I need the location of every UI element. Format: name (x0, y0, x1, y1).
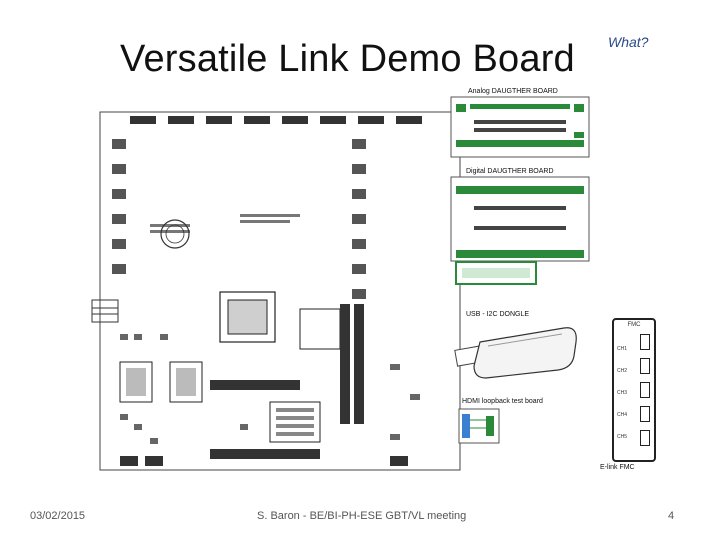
usb-dongle-diagram (454, 327, 577, 379)
fmc-port (640, 430, 650, 446)
caption-elink-fmc: E-link FMC (600, 464, 635, 471)
fmc-port-label: CH5 (617, 434, 628, 440)
hdmi-board-diagram (458, 408, 500, 444)
digital-board-diagram (450, 176, 590, 285)
fmc-card: FMC CH1 CH2 CH3 CH4 CH5 (612, 318, 656, 462)
fmc-port-label: CH2 (617, 368, 628, 374)
caption-usb-dongle: USB - I2C DONGLE (466, 311, 530, 318)
footer-page-number: 4 (668, 510, 675, 522)
fmc-port (640, 334, 650, 350)
fmc-header: FMC (627, 322, 641, 328)
fmc-port (640, 406, 650, 422)
fmc-port-label: CH3 (617, 390, 628, 396)
fmc-port (640, 358, 650, 374)
fmc-port-label: CH4 (617, 412, 628, 418)
main-board-diagram (91, 111, 461, 471)
footer-author: S. Baron - BE/BI-PH-ESE GBT/VL meeting (257, 510, 467, 522)
footer-date: 03/02/2015 (30, 510, 86, 522)
caption-digital-board: Digital DAUGTHER BOARD (466, 168, 554, 175)
caption-analog-board: Analog DAUGTHER BOARD (468, 88, 558, 95)
fmc-port-label: CH1 (617, 346, 628, 352)
slide-title: Versatile Link Demo Board (120, 38, 575, 80)
what-label: What? (608, 34, 649, 50)
analog-board-diagram (450, 96, 590, 158)
caption-hdmi-board: HDMI loopback test board (462, 398, 543, 405)
fmc-port (640, 382, 650, 398)
